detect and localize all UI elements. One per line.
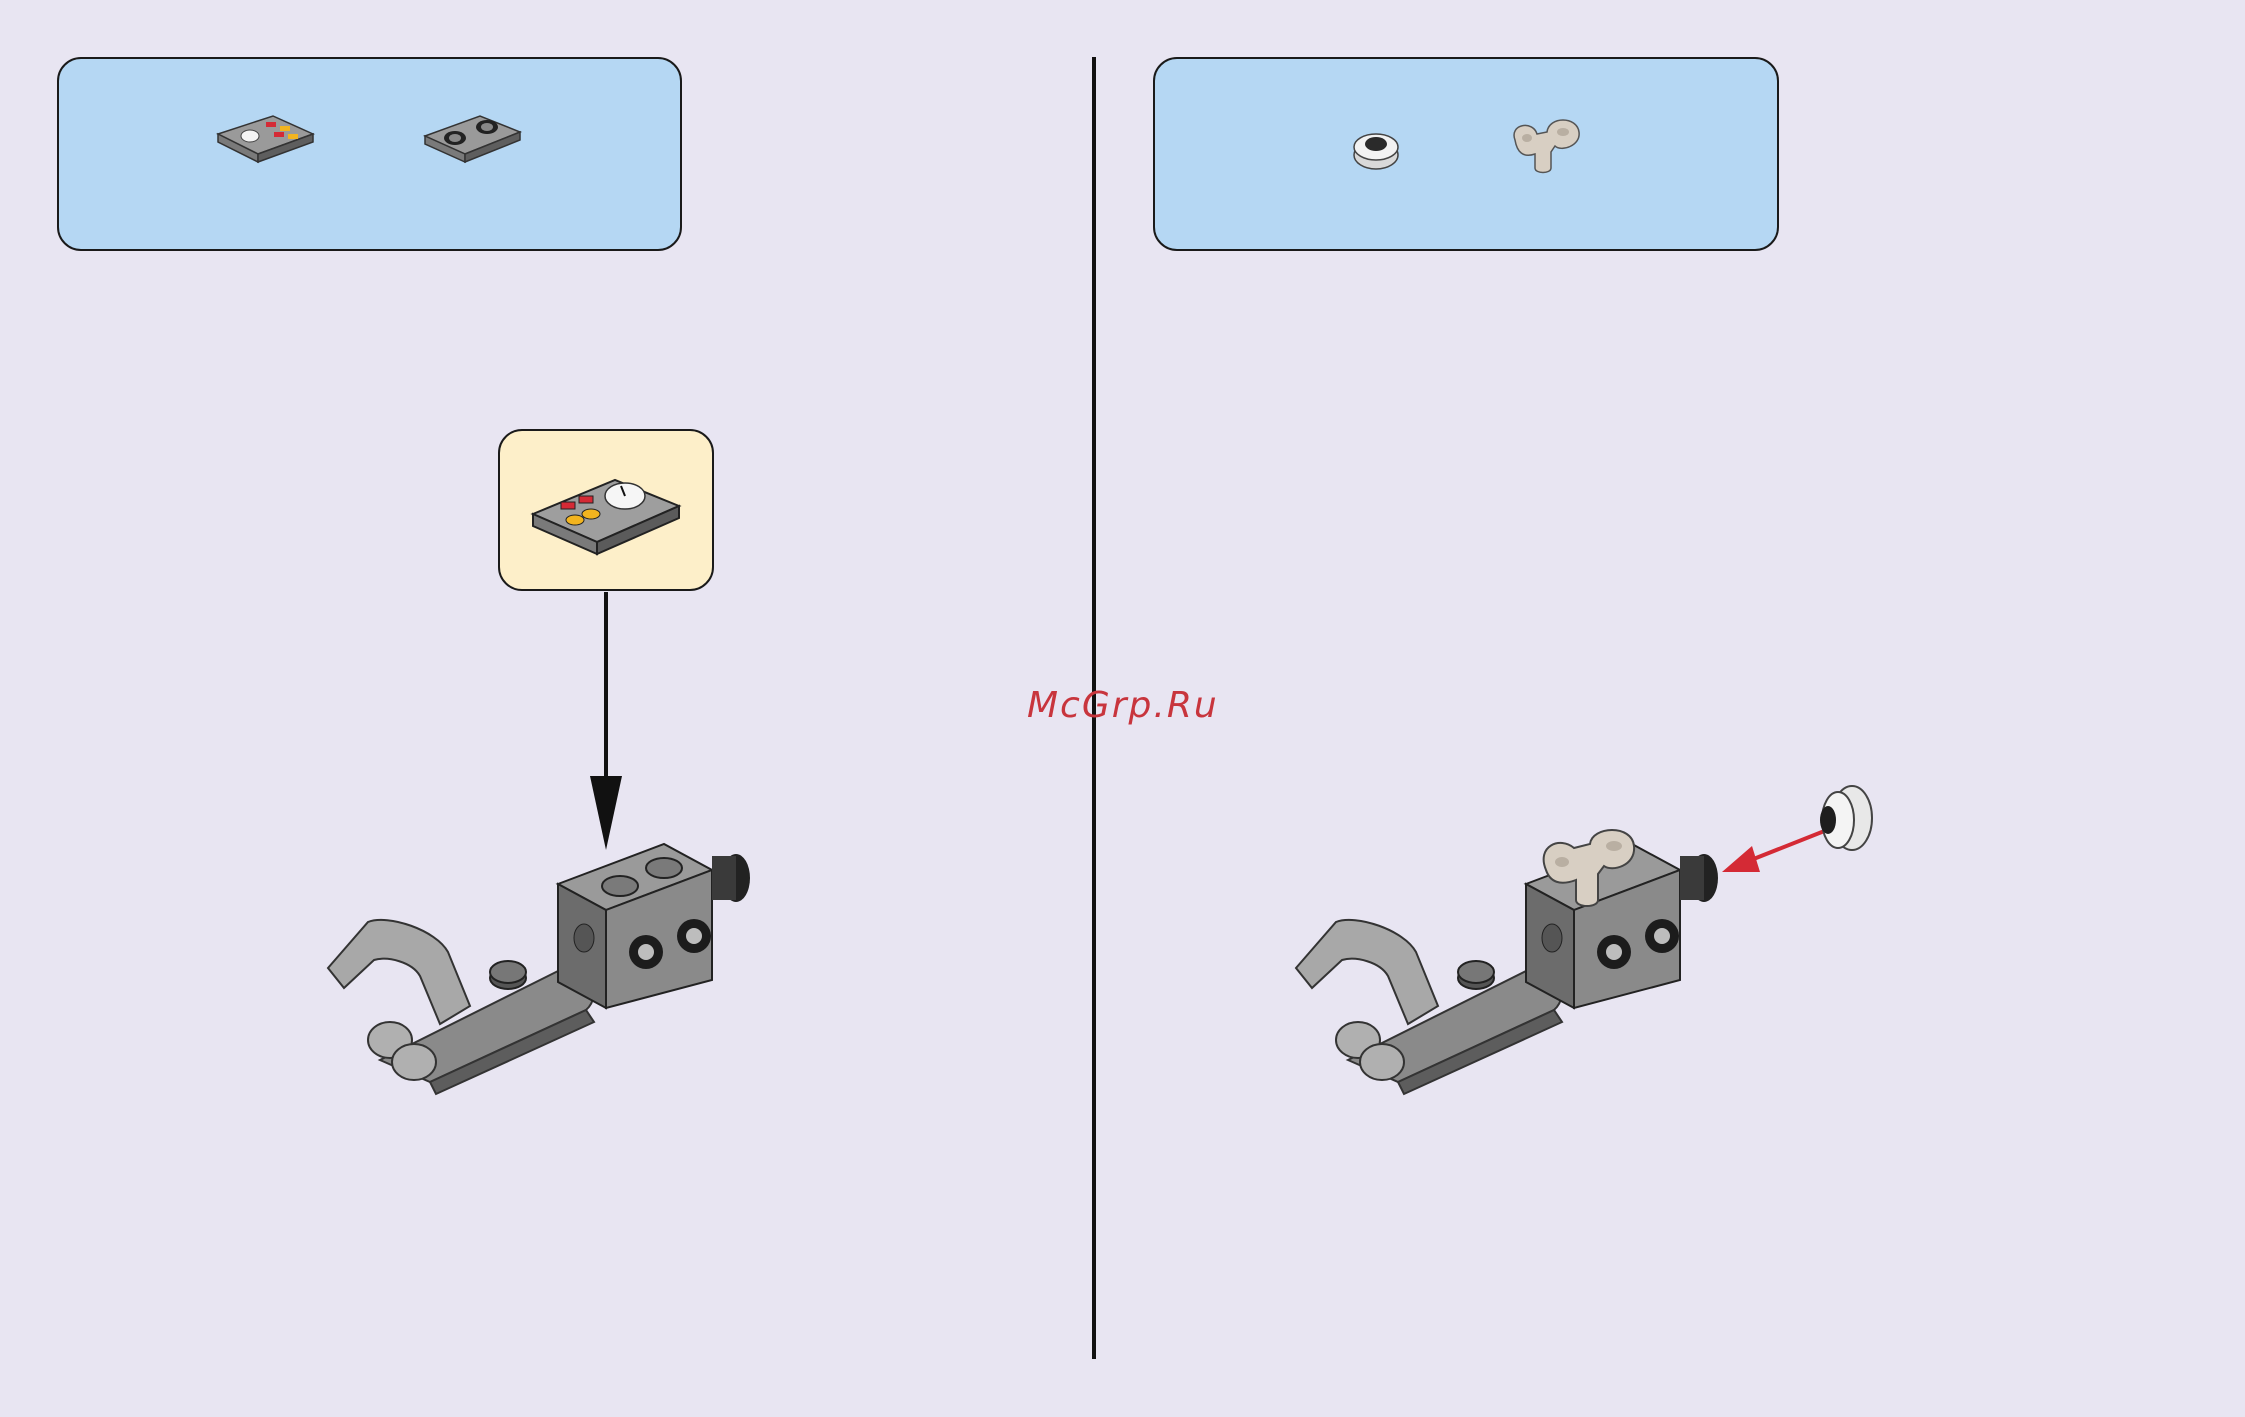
watermark-text: McGrp.Ru: [1027, 685, 1219, 726]
round-plate-white-icon: [1354, 134, 1398, 169]
right-step-assembly: [1296, 830, 1718, 1094]
printed-tile-control-panel-icon: [218, 116, 313, 162]
arrow-left-red-icon: [1722, 828, 1832, 872]
round-plate-insert-icon: [1820, 786, 1872, 850]
tile-two-dials-icon: [425, 116, 520, 162]
left-step-assembly: [328, 844, 750, 1094]
callout-control-panel-tile: [533, 480, 679, 554]
tan-wind-up-key-icon: [1514, 120, 1579, 173]
arrow-down-icon: [590, 592, 622, 850]
